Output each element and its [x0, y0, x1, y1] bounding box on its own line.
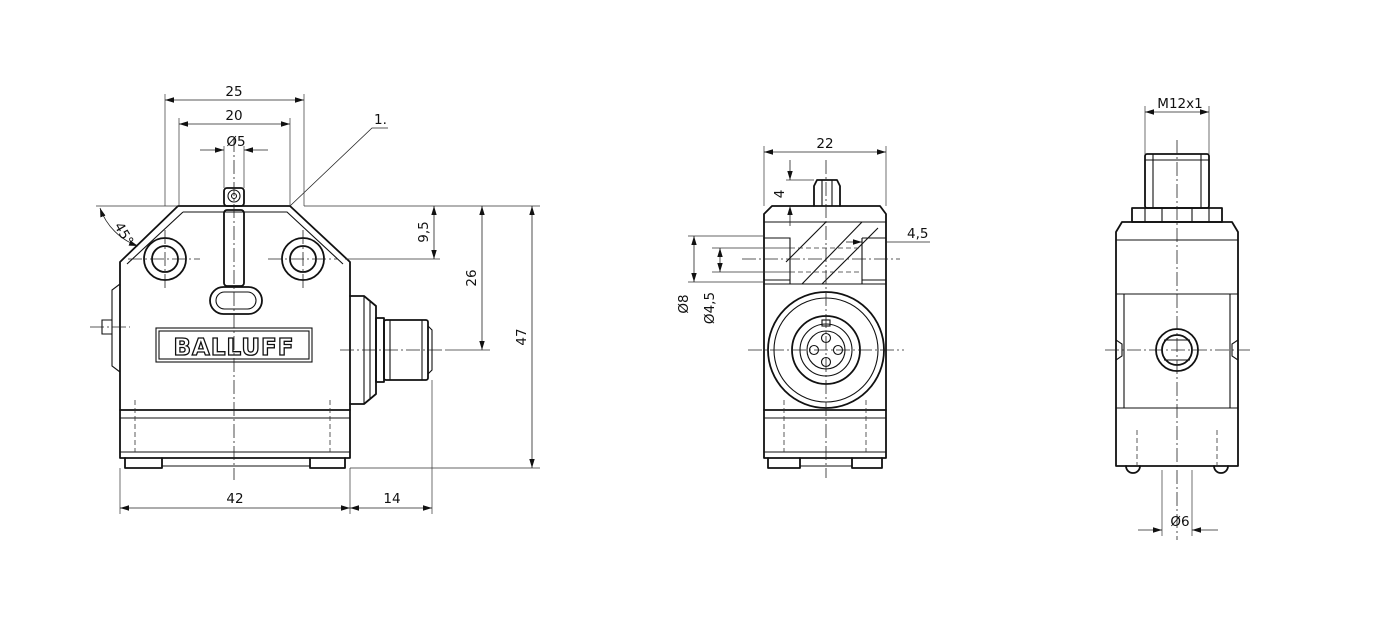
dim-hole-spacing: 20: [178, 108, 291, 206]
svg-text:9,5: 9,5: [416, 221, 432, 242]
dim-connector-length: 14: [350, 380, 433, 514]
dim-side-width: 22: [763, 136, 887, 206]
svg-text:20: 20: [225, 108, 242, 124]
brand-logo: BALLUFF: [155, 327, 313, 363]
rear-view: M12x1 Ø6: [1105, 96, 1250, 540]
rear-housing-outline: [1115, 221, 1239, 467]
dim-hole-outer-diameter: Ø8: [676, 235, 764, 314]
actuator-slot: [209, 286, 263, 315]
svg-text:26: 26: [464, 269, 480, 286]
svg-text:Ø5: Ø5: [226, 134, 245, 150]
svg-text:22: 22: [816, 136, 833, 152]
dim-chamfer-angle: 45°: [96, 205, 178, 248]
svg-text:42: 42: [226, 491, 243, 507]
dim-counterbore: 4,5: [846, 226, 930, 245]
svg-text:4,5: 4,5: [907, 226, 928, 242]
dim-body-width: 42: [119, 468, 351, 514]
dim-total-height: 47: [350, 206, 540, 469]
dim-plunger-height: 4: [772, 160, 814, 226]
dim-overall-width: 25: [164, 84, 305, 206]
svg-text:Ø4,5: Ø4,5: [702, 292, 718, 324]
svg-text:25: 25: [225, 84, 242, 100]
callout-label: 1.: [374, 112, 387, 128]
dim-plunger-diameter: Ø5: [200, 134, 268, 188]
dim-thread: M12x1: [1144, 96, 1210, 154]
dim-rear-hole: Ø6: [1138, 470, 1218, 536]
svg-text:4: 4: [772, 190, 788, 199]
side-housing-outline: [763, 205, 887, 411]
svg-text:M12x1: M12x1: [1157, 96, 1202, 112]
svg-text:14: 14: [383, 491, 400, 507]
svg-text:Ø6: Ø6: [1170, 514, 1189, 530]
front-base: [119, 400, 351, 469]
front-housing-outline: [119, 205, 351, 411]
front-view: BALLUFF: [90, 84, 540, 514]
svg-text:47: 47: [514, 328, 530, 345]
front-housing-inner-edge: [183, 211, 344, 265]
svg-text:Ø8: Ø8: [676, 294, 692, 313]
brand-logo-text: BALLUFF: [174, 335, 295, 361]
dim-hole-inner-diameter: Ø4,5: [702, 247, 790, 324]
dim-hole-height: 9,5: [304, 205, 540, 260]
side-view: 22 4 4,5 Ø8 Ø4,5: [676, 136, 930, 478]
callout-leader: [289, 127, 388, 207]
dim-connector-height: 26: [445, 206, 490, 351]
